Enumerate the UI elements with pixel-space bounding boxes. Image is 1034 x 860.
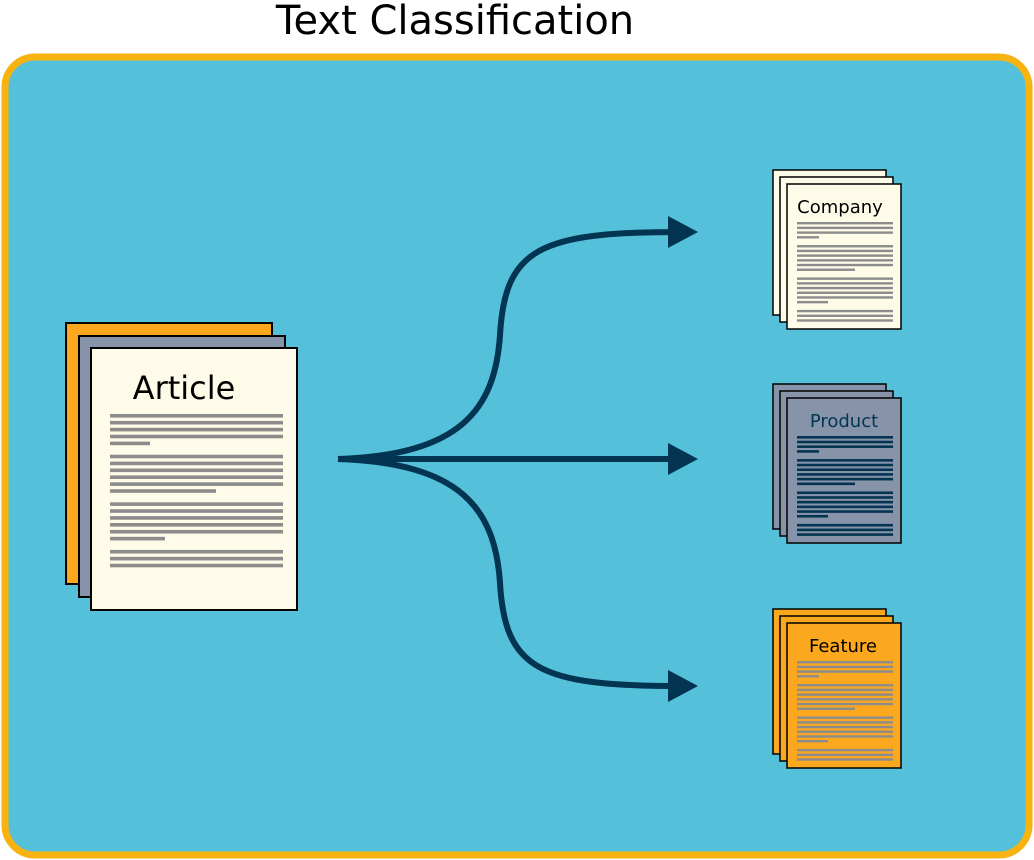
text-line [797,716,893,719]
text-line [797,459,893,462]
text-line [797,721,893,724]
text-line [797,523,893,527]
text-line [797,730,893,733]
arrow-to-feature [337,456,681,689]
text-line [110,556,283,561]
text-line [110,441,150,446]
text-line [797,245,893,248]
text-line [797,263,893,267]
text-line [797,450,819,453]
text-line [110,502,283,506]
diagram-title: Text Classification [275,0,635,44]
text-line [110,468,283,473]
arrowhead-company [668,216,698,248]
text-line [797,500,893,504]
document-text-lines [110,414,283,568]
text-line [797,282,893,285]
text-line [797,514,828,518]
text-line [797,277,893,280]
text-line [110,414,283,418]
text-line [797,254,893,257]
text-line [797,440,893,444]
text-line [797,684,893,687]
text-line [797,665,893,669]
text-line [797,510,893,513]
text-line [797,735,893,738]
text-line [110,549,283,554]
feature-document-label: Feature [809,636,877,657]
text-line [110,523,283,527]
text-line [797,300,828,304]
text-line [797,693,893,696]
text-line [797,496,893,499]
text-line [110,482,283,486]
text-line [797,670,893,673]
text-line [797,533,893,536]
text-line [110,489,216,493]
input-document-label: Article [133,369,236,407]
text-line [797,675,819,678]
text-line [797,528,893,532]
output-document-product: Product [772,383,902,544]
product-document-label: Product [810,411,878,432]
text-line [110,420,283,425]
text-line [110,461,283,466]
text-line [797,468,893,472]
text-line [110,516,283,520]
document-text-lines [797,222,893,322]
text-line [797,291,893,294]
text-line [797,231,893,234]
text-line [110,427,283,432]
arrow-to-company [337,229,681,462]
input-document-stack: Article [65,322,298,611]
text-line [797,482,855,486]
text-line [797,296,893,299]
text-line [797,698,893,701]
text-line [110,563,283,568]
text-line [797,753,893,756]
text-line [797,226,893,230]
text-line [797,463,893,467]
arrowhead-product [668,443,698,475]
text-line [797,491,893,495]
text-line [110,434,283,439]
text-line [797,505,893,509]
text-line [797,748,893,752]
output-document-feature: Feature [772,608,902,769]
arrowhead-feature [668,670,698,702]
text-line [797,309,893,313]
text-line [797,707,855,710]
text-line [797,739,828,743]
text-line [797,758,893,761]
text-line [797,688,893,692]
text-line [110,536,165,541]
text-line [110,475,283,480]
text-line [797,725,893,729]
text-line [797,236,819,239]
text-line [797,314,893,317]
text-line [797,222,893,225]
text-line [797,436,893,439]
text-line [797,259,893,262]
text-line [797,268,855,271]
text-line [797,249,893,253]
classification-arrows [337,216,698,702]
document-text-lines [797,661,893,761]
text-line [797,286,893,290]
text-line [797,477,893,481]
text-line [110,529,283,534]
text-line [797,661,893,664]
text-line [797,473,893,476]
text-line [110,509,283,513]
output-document-company: Company [772,169,902,330]
text-line [797,319,893,322]
text-line [110,454,283,459]
text-line [797,702,893,706]
company-document-label: Company [797,197,883,218]
text-line [797,445,893,448]
document-text-lines [797,436,893,536]
